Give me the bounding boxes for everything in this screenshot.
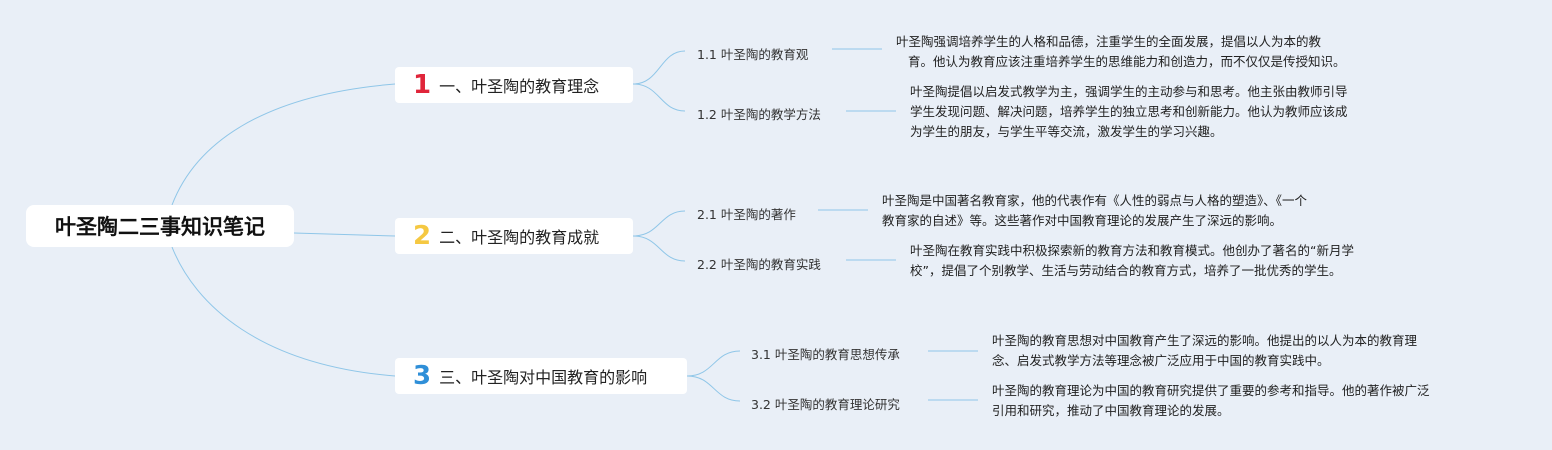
connector-branch-3-sub-1 [686,350,741,377]
note-2-2[interactable]: 叶圣陶在教育实践中积极探索新的教育方法和教育模式。他创办了著名的“新月学 校”，… [910,241,1354,281]
branch-number-2-icon: 2 [413,221,432,251]
note-3-2[interactable]: 叶圣陶的教育理论为中国的教育研究提供了重要的参考和指导。他的著作被广泛 引用和研… [992,381,1430,421]
note-line: 引用和研究，推动了中国教育理论的发展。 [992,403,1230,418]
subtopic-1-2-label: 1.2 叶圣陶的教学方法 [697,107,821,122]
note-3-1[interactable]: 叶圣陶的教育思想对中国教育产生了深远的影响。他提出的以人为本的教育理 念、启发式… [992,331,1417,371]
note-line: 叶圣陶的教育理论为中国的教育研究提供了重要的参考和指导。他的著作被广泛 [992,383,1430,398]
branch-number-3-icon: 3 [413,361,432,391]
note-line: 为学生的朋友，与学生平等交流，激发学生的学习兴趣。 [910,124,1223,139]
note-line: 学生发现问题、解决问题，培养学生的独立思考和创新能力。他认为教师应该成 [910,104,1348,119]
subtopic-2-1[interactable]: 2.1 叶圣陶的著作 [697,204,796,223]
root-topic[interactable]: 叶圣陶二三事知识笔记 [26,205,294,247]
note-line: 育。他认为教育应该注重培养学生的思维能力和创造力，而不仅仅是传授知识。 [908,54,1346,69]
connector-branch-2-sub-1 [632,210,686,237]
connector-root-branch-2 [293,232,396,237]
subtopic-3-1-label: 3.1 叶圣陶的教育思想传承 [751,347,900,362]
note-line: 校”，提倡了个别教学、生活与劳动结合的教育方式，培养了一批优秀的学生。 [910,263,1342,278]
subtopic-1-2[interactable]: 1.2 叶圣陶的教学方法 [697,104,821,123]
branch-number-1-icon: 1 [413,70,432,100]
note-line: 叶圣陶的教育思想对中国教育产生了深远的影响。他提出的以人为本的教育理 [992,333,1418,348]
connector-branch-3-sub-2 [686,375,741,402]
subtopic-2-2-label: 2.2 叶圣陶的教育实践 [697,257,821,272]
root-topic-label: 叶圣陶二三事知识笔记 [55,215,265,239]
note-2-1[interactable]: 叶圣陶是中国著名教育家，他的代表作有《人性的弱点与人格的塑造》、《一个 教育家的… [882,191,1307,231]
connector-root-branch-1 [171,83,396,206]
branch-topic-3[interactable]: 3 三、叶圣陶对中国教育的影响 [395,358,687,394]
subtopic-1-1-label: 1.1 叶圣陶的教育观 [697,47,809,62]
subtopic-1-1[interactable]: 1.1 叶圣陶的教育观 [697,44,808,63]
note-line: 教育家的自述》等。这些著作对中国教育理论的发展产生了深远的影响。 [882,213,1283,228]
branch-topic-2[interactable]: 2 二、叶圣陶的教育成就 [395,218,633,254]
connector-branch-1-sub-1 [632,50,686,85]
connector-branch-1-sub-2 [632,83,686,112]
subtopic-3-2-label: 3.2 叶圣陶的教育理论研究 [751,397,900,412]
note-line: 叶圣陶在教育实践中积极探索新的教育方法和教育模式。他创办了著名的“新月学 [910,243,1354,258]
subtopic-3-1[interactable]: 3.1 叶圣陶的教育思想传承 [751,344,900,363]
branch-topic-3-label: 三、叶圣陶对中国教育的影响 [439,368,648,387]
note-line: 叶圣陶提倡以启发式教学为主，强调学生的主动参与和思考。他主张由教师引导 [910,84,1348,99]
branch-topic-2-label: 二、叶圣陶的教育成就 [439,228,600,247]
note-1-1[interactable]: 叶圣陶强调培养学生的人格和品德，注重学生的全面发展，提倡以人为本的教 育。他认为… [896,32,1346,72]
branch-topic-1-label: 一、叶圣陶的教育理念 [439,77,600,96]
note-line: 叶圣陶强调培养学生的人格和品德，注重学生的全面发展，提倡以人为本的教 [896,34,1322,49]
connector-root-branch-3 [171,246,396,377]
note-line: 念、启发式教学方法等理念被广泛应用于中国的教育实践中。 [992,353,1330,368]
note-1-2[interactable]: 叶圣陶提倡以启发式教学为主，强调学生的主动参与和思考。他主张由教师引导 学生发现… [910,82,1348,142]
connector-branch-2-sub-2 [632,235,686,262]
subtopic-2-1-label: 2.1 叶圣陶的著作 [697,207,796,222]
subtopic-3-2[interactable]: 3.2 叶圣陶的教育理论研究 [751,394,900,413]
subtopic-2-2[interactable]: 2.2 叶圣陶的教育实践 [697,254,821,273]
branch-topic-1[interactable]: 1 一、叶圣陶的教育理念 [395,67,633,103]
note-line: 叶圣陶是中国著名教育家，他的代表作有《人性的弱点与人格的塑造》、《一个 [882,193,1308,208]
